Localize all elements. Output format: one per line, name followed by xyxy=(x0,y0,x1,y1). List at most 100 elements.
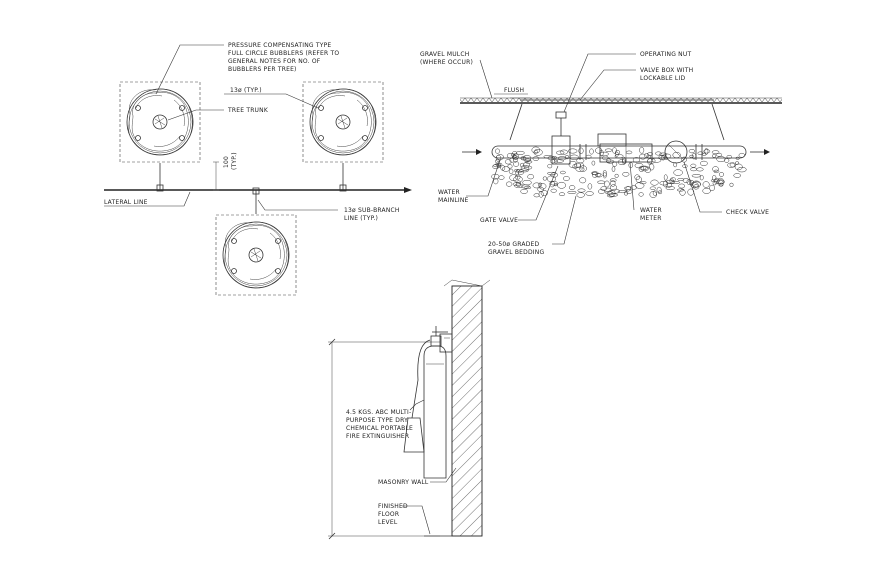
gravel-pebble xyxy=(737,166,747,173)
gravel-pebble xyxy=(673,169,683,176)
gravel-pebble xyxy=(648,163,655,171)
gate-valve-label: GATE VALVE xyxy=(480,217,518,224)
check-valve xyxy=(664,140,688,164)
gravel-pebble xyxy=(514,168,520,173)
gravel-pebble xyxy=(677,178,685,181)
gravel-pebble xyxy=(531,146,541,154)
finished-floor-label-1: FINISHED xyxy=(378,503,408,510)
sub-branch-label-2: LINE (TYP.) xyxy=(344,215,378,222)
gravel-pebble xyxy=(734,163,743,171)
gravel-pebble xyxy=(655,151,662,156)
gravel-pebble xyxy=(532,156,540,161)
gravel-pebble xyxy=(520,165,530,171)
gravel-pebble xyxy=(697,151,704,155)
gravel-pebble xyxy=(510,153,516,157)
extinguisher-label-3: CHEMICAL PORTABLE xyxy=(346,425,413,432)
gravel-pebble xyxy=(690,163,697,168)
gravel-pebble xyxy=(704,148,709,155)
gravel-pebble xyxy=(538,191,544,198)
gravel-pebble xyxy=(523,186,532,190)
gravel-pebble xyxy=(640,165,649,172)
gravel-pebble xyxy=(699,174,704,181)
gravel-pebble xyxy=(519,168,529,173)
gravel-pebble xyxy=(622,172,630,177)
tree-plan-upper-right xyxy=(302,81,384,163)
gravel-pebble xyxy=(509,174,518,182)
gravel-pebble xyxy=(592,171,598,178)
gravel-pebble xyxy=(703,149,711,154)
gravel-pebble xyxy=(568,148,578,154)
gravel-pebble xyxy=(610,179,616,187)
gravel-pebble xyxy=(634,163,644,169)
gravel-pebble xyxy=(639,146,645,154)
masonry-wall-label: MASONRY WALL xyxy=(378,479,429,486)
gravel-pebble xyxy=(678,183,685,189)
gravel-pebble xyxy=(587,183,593,190)
gravel-pebble xyxy=(598,189,605,194)
gravel-pebble xyxy=(559,149,568,155)
gravel-pebble xyxy=(554,159,558,164)
gravel-pebble xyxy=(534,150,539,154)
gravel-pebble xyxy=(712,154,717,158)
dim-100-label: 100 xyxy=(223,156,230,168)
gravel-pebble xyxy=(595,147,603,154)
tree-trunk-label: TREE TRUNK xyxy=(227,107,269,114)
gravel-pebble xyxy=(532,182,541,189)
gravel-pebble xyxy=(585,191,594,196)
gravel-pebble xyxy=(500,165,506,171)
gravel-pebble xyxy=(516,150,525,155)
gravel-pebble xyxy=(679,189,686,196)
tree-plan-upper-left xyxy=(119,81,201,163)
gravel-pebble xyxy=(567,190,577,194)
gravel-pebble xyxy=(689,154,694,158)
gravel-pebble xyxy=(547,163,553,169)
valve-box-label-2: LOCKABLE LID xyxy=(640,75,685,82)
gravel-pebble xyxy=(493,178,499,185)
gravel-pebble xyxy=(610,188,620,194)
gravel-pebble xyxy=(513,161,520,167)
gravel-pebble xyxy=(614,173,619,178)
gravel-pebble xyxy=(625,186,631,192)
gravel-pebble xyxy=(650,179,659,186)
valve-box-label-1: VALVE BOX WITH xyxy=(640,67,693,74)
gravel-pebble xyxy=(638,165,645,172)
gravel-pebble xyxy=(673,162,678,168)
gravel-pebble xyxy=(635,176,642,183)
gravel-pebble xyxy=(656,186,662,194)
gravel-pebble xyxy=(595,173,601,177)
gravel-pebble xyxy=(522,179,532,186)
flush-label: FLUSH xyxy=(504,87,524,94)
finished-floor-label-3: LEVEL xyxy=(378,519,398,526)
gravel-pebble xyxy=(670,181,680,184)
gravel-pebble xyxy=(711,150,720,155)
operating-nut xyxy=(555,111,567,119)
gravel-pebble xyxy=(634,174,640,180)
gravel-pebble xyxy=(512,182,521,187)
gravel-bedding xyxy=(491,146,747,198)
gravel-pebble xyxy=(719,182,724,187)
gravel-pebble xyxy=(507,164,513,169)
gravel-pebble xyxy=(609,178,617,183)
typ-pipe-label: 13ø (TYP.) xyxy=(230,87,262,94)
gravel-pebble xyxy=(696,167,704,172)
gravel-pebble xyxy=(651,157,662,163)
gravel-pebble xyxy=(547,171,557,175)
gravel-bedding-label-1: 20-50ø GRADED xyxy=(488,241,540,248)
gravel-pebble xyxy=(624,186,633,190)
gravel-pebble xyxy=(712,181,717,186)
gravel-pebble xyxy=(688,149,696,154)
fire-extinguisher-icon xyxy=(403,326,448,479)
gravel-pebble xyxy=(498,175,505,180)
gravel-pebble xyxy=(556,159,564,163)
gravel-pebble xyxy=(665,186,675,191)
lateral-arrow-icon xyxy=(404,187,412,193)
gravel-pebble xyxy=(512,154,517,159)
gravel-pebble xyxy=(691,174,702,178)
water-meter-label-1: WATER xyxy=(640,207,662,214)
gravel-pebble xyxy=(597,180,606,184)
gravel-pebble xyxy=(723,158,730,163)
gravel-pebble xyxy=(533,193,540,198)
gravel-pebble xyxy=(606,158,612,163)
gravel-pebble xyxy=(569,154,579,160)
gravel-pebble xyxy=(726,155,732,159)
